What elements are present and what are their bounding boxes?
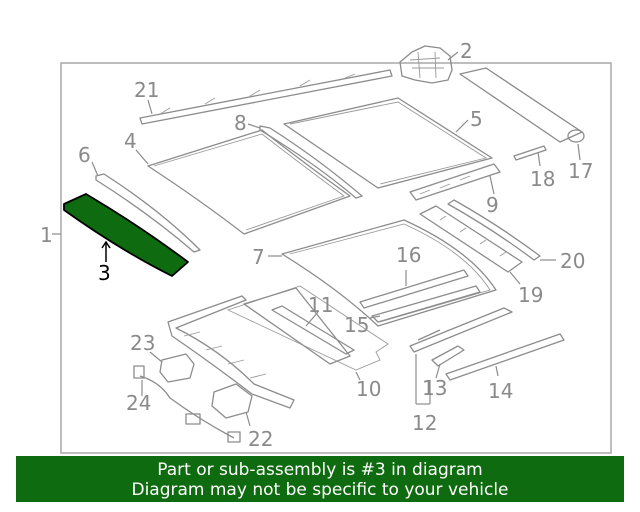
part-20-seal: 20 bbox=[447, 199, 585, 273]
part-3-highlighted: 3 bbox=[63, 193, 189, 285]
parts-diagram: 1 2 21 4 8 5 17 bbox=[40, 39, 612, 454]
part-24-harness: 24 bbox=[126, 365, 241, 443]
callout-11-label: 11 bbox=[308, 293, 333, 317]
callout-2-label: 2 bbox=[460, 39, 473, 63]
callout-9-label: 9 bbox=[486, 193, 499, 217]
callout-17-label: 17 bbox=[568, 159, 593, 183]
callout-1: 1 bbox=[40, 223, 61, 247]
part-7-panel: 7 bbox=[252, 219, 497, 327]
callout-20-label: 20 bbox=[560, 249, 585, 273]
callout-18-label: 18 bbox=[530, 167, 555, 191]
callout-8-label: 8 bbox=[234, 111, 247, 135]
callout-12-label: 12 bbox=[412, 411, 437, 435]
assembly-frame bbox=[60, 62, 612, 454]
callout-10-label: 10 bbox=[356, 377, 381, 401]
callout-5-label: 5 bbox=[470, 107, 483, 131]
part-12-cable: 12 bbox=[409, 307, 513, 435]
part-2-bracket: 2 bbox=[399, 39, 473, 84]
callout-7-label: 7 bbox=[252, 245, 265, 269]
part-4-glass: 4 bbox=[124, 129, 351, 235]
banner-line-1: Part or sub-assembly is #3 in diagram bbox=[157, 460, 483, 480]
callout-14-label: 14 bbox=[488, 379, 513, 403]
part-17-shade: 17 bbox=[459, 67, 593, 183]
part-19-bracket: 19 bbox=[419, 205, 543, 307]
part-21-rail: 21 bbox=[134, 69, 393, 125]
part-16-strip: 16 bbox=[359, 243, 469, 309]
banner-line-2: Diagram may not be specific to your vehi… bbox=[131, 480, 509, 500]
callout-24-label: 24 bbox=[126, 391, 151, 415]
part-3-shape bbox=[63, 193, 189, 277]
part-8-seal: 8 bbox=[234, 111, 363, 199]
part-5-glass: 5 bbox=[283, 97, 493, 189]
info-banner: Part or sub-assembly is #3 in diagram Di… bbox=[16, 456, 624, 502]
part-11-rail: 11 bbox=[305, 293, 333, 327]
part-23-motor: 23 bbox=[130, 331, 195, 383]
callout-21-label: 21 bbox=[134, 78, 159, 102]
callout-6-label: 6 bbox=[78, 143, 91, 167]
part-14-guide: 14 bbox=[445, 333, 565, 403]
part-15-strip: 15 bbox=[344, 285, 481, 337]
callout-19-label: 19 bbox=[518, 283, 543, 307]
callout-1-label: 1 bbox=[40, 223, 53, 247]
callout-13-label: 13 bbox=[422, 376, 447, 400]
part-18-pin: 18 bbox=[513, 145, 555, 191]
callout-22-label: 22 bbox=[248, 427, 273, 451]
part-22-module: 22 bbox=[211, 383, 273, 451]
callout-4-label: 4 bbox=[124, 129, 137, 153]
part-9-rail: 9 bbox=[409, 163, 501, 217]
callout-3-label: 3 bbox=[98, 261, 111, 285]
part-10-frame: 10 bbox=[226, 285, 389, 401]
callout-15-label: 15 bbox=[344, 313, 369, 337]
callout-16-label: 16 bbox=[396, 243, 421, 267]
part-13-clip: 13 bbox=[422, 345, 465, 400]
part-tray-assembly bbox=[167, 295, 295, 409]
callout-23-label: 23 bbox=[130, 331, 155, 355]
part-6-strip: 6 bbox=[78, 143, 201, 253]
